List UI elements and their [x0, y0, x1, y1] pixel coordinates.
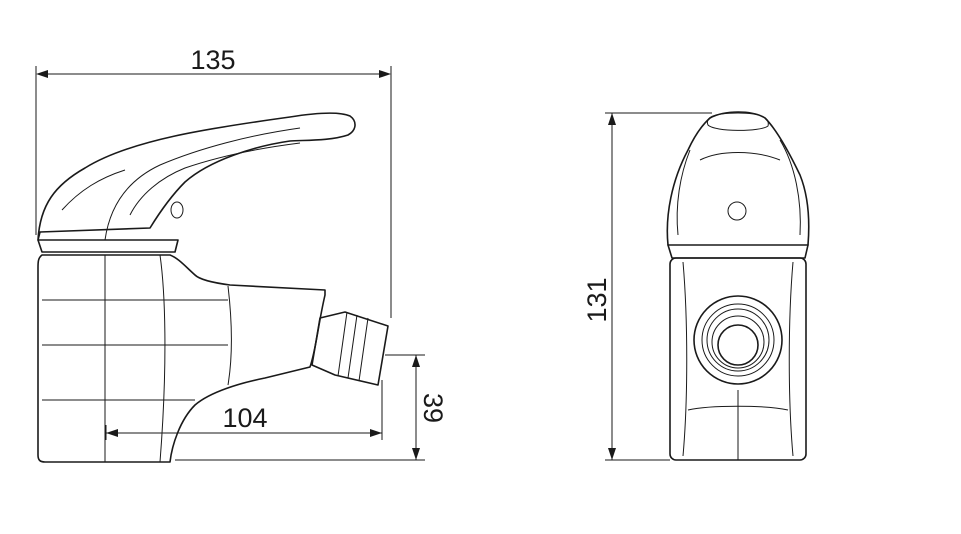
front-outlet-outer: [693, 295, 783, 385]
dimension-label-outlet-height: 39: [418, 393, 448, 423]
front-view: [666, 111, 810, 461]
dimension-outlet-height: 39: [175, 354, 448, 461]
front-lever-inner-line: [699, 152, 781, 161]
dimension-label-spout-reach: 104: [222, 403, 267, 433]
side-nozzle-ring: [337, 311, 348, 377]
side-body-inner-line: [159, 254, 166, 463]
front-lever-indicator: [727, 201, 747, 221]
side-nozzle-ring: [358, 317, 369, 382]
side-lever-inner-line: [61, 169, 126, 211]
side-lever-cap: [37, 239, 179, 253]
side-nozzle-ring: [347, 314, 358, 379]
dimension-label-total-length: 135: [190, 45, 235, 75]
dimension-label-total-height: 131: [582, 277, 612, 322]
side-lever-inner-line: [129, 142, 301, 216]
side-view: [37, 112, 389, 463]
front-body-inner-line: [682, 261, 688, 457]
side-body: [37, 254, 326, 463]
dimension-total-length: 135: [35, 45, 392, 318]
front-outlet-ring: [711, 315, 765, 369]
dimension-spout-reach: 104: [105, 380, 383, 440]
side-lever-pivot: [170, 201, 184, 219]
side-lever: [37, 112, 356, 241]
front-lever-top: [706, 112, 769, 131]
front-outlet-ring: [701, 303, 775, 377]
front-body-inner-line: [788, 261, 794, 457]
front-outlet-nozzle: [717, 324, 759, 366]
front-lever-inner-line: [779, 139, 801, 236]
front-lever: [666, 111, 810, 246]
front-lever-base: [667, 244, 809, 259]
front-lever-inner-line: [676, 149, 691, 236]
side-lever-inner-line: [104, 127, 301, 241]
front-outlet-ring: [706, 308, 770, 372]
dimension-total-height: 131: [582, 112, 712, 461]
side-nozzle: [311, 311, 389, 386]
side-body-inner-line: [227, 285, 232, 386]
front-body-inner-line: [687, 405, 789, 411]
